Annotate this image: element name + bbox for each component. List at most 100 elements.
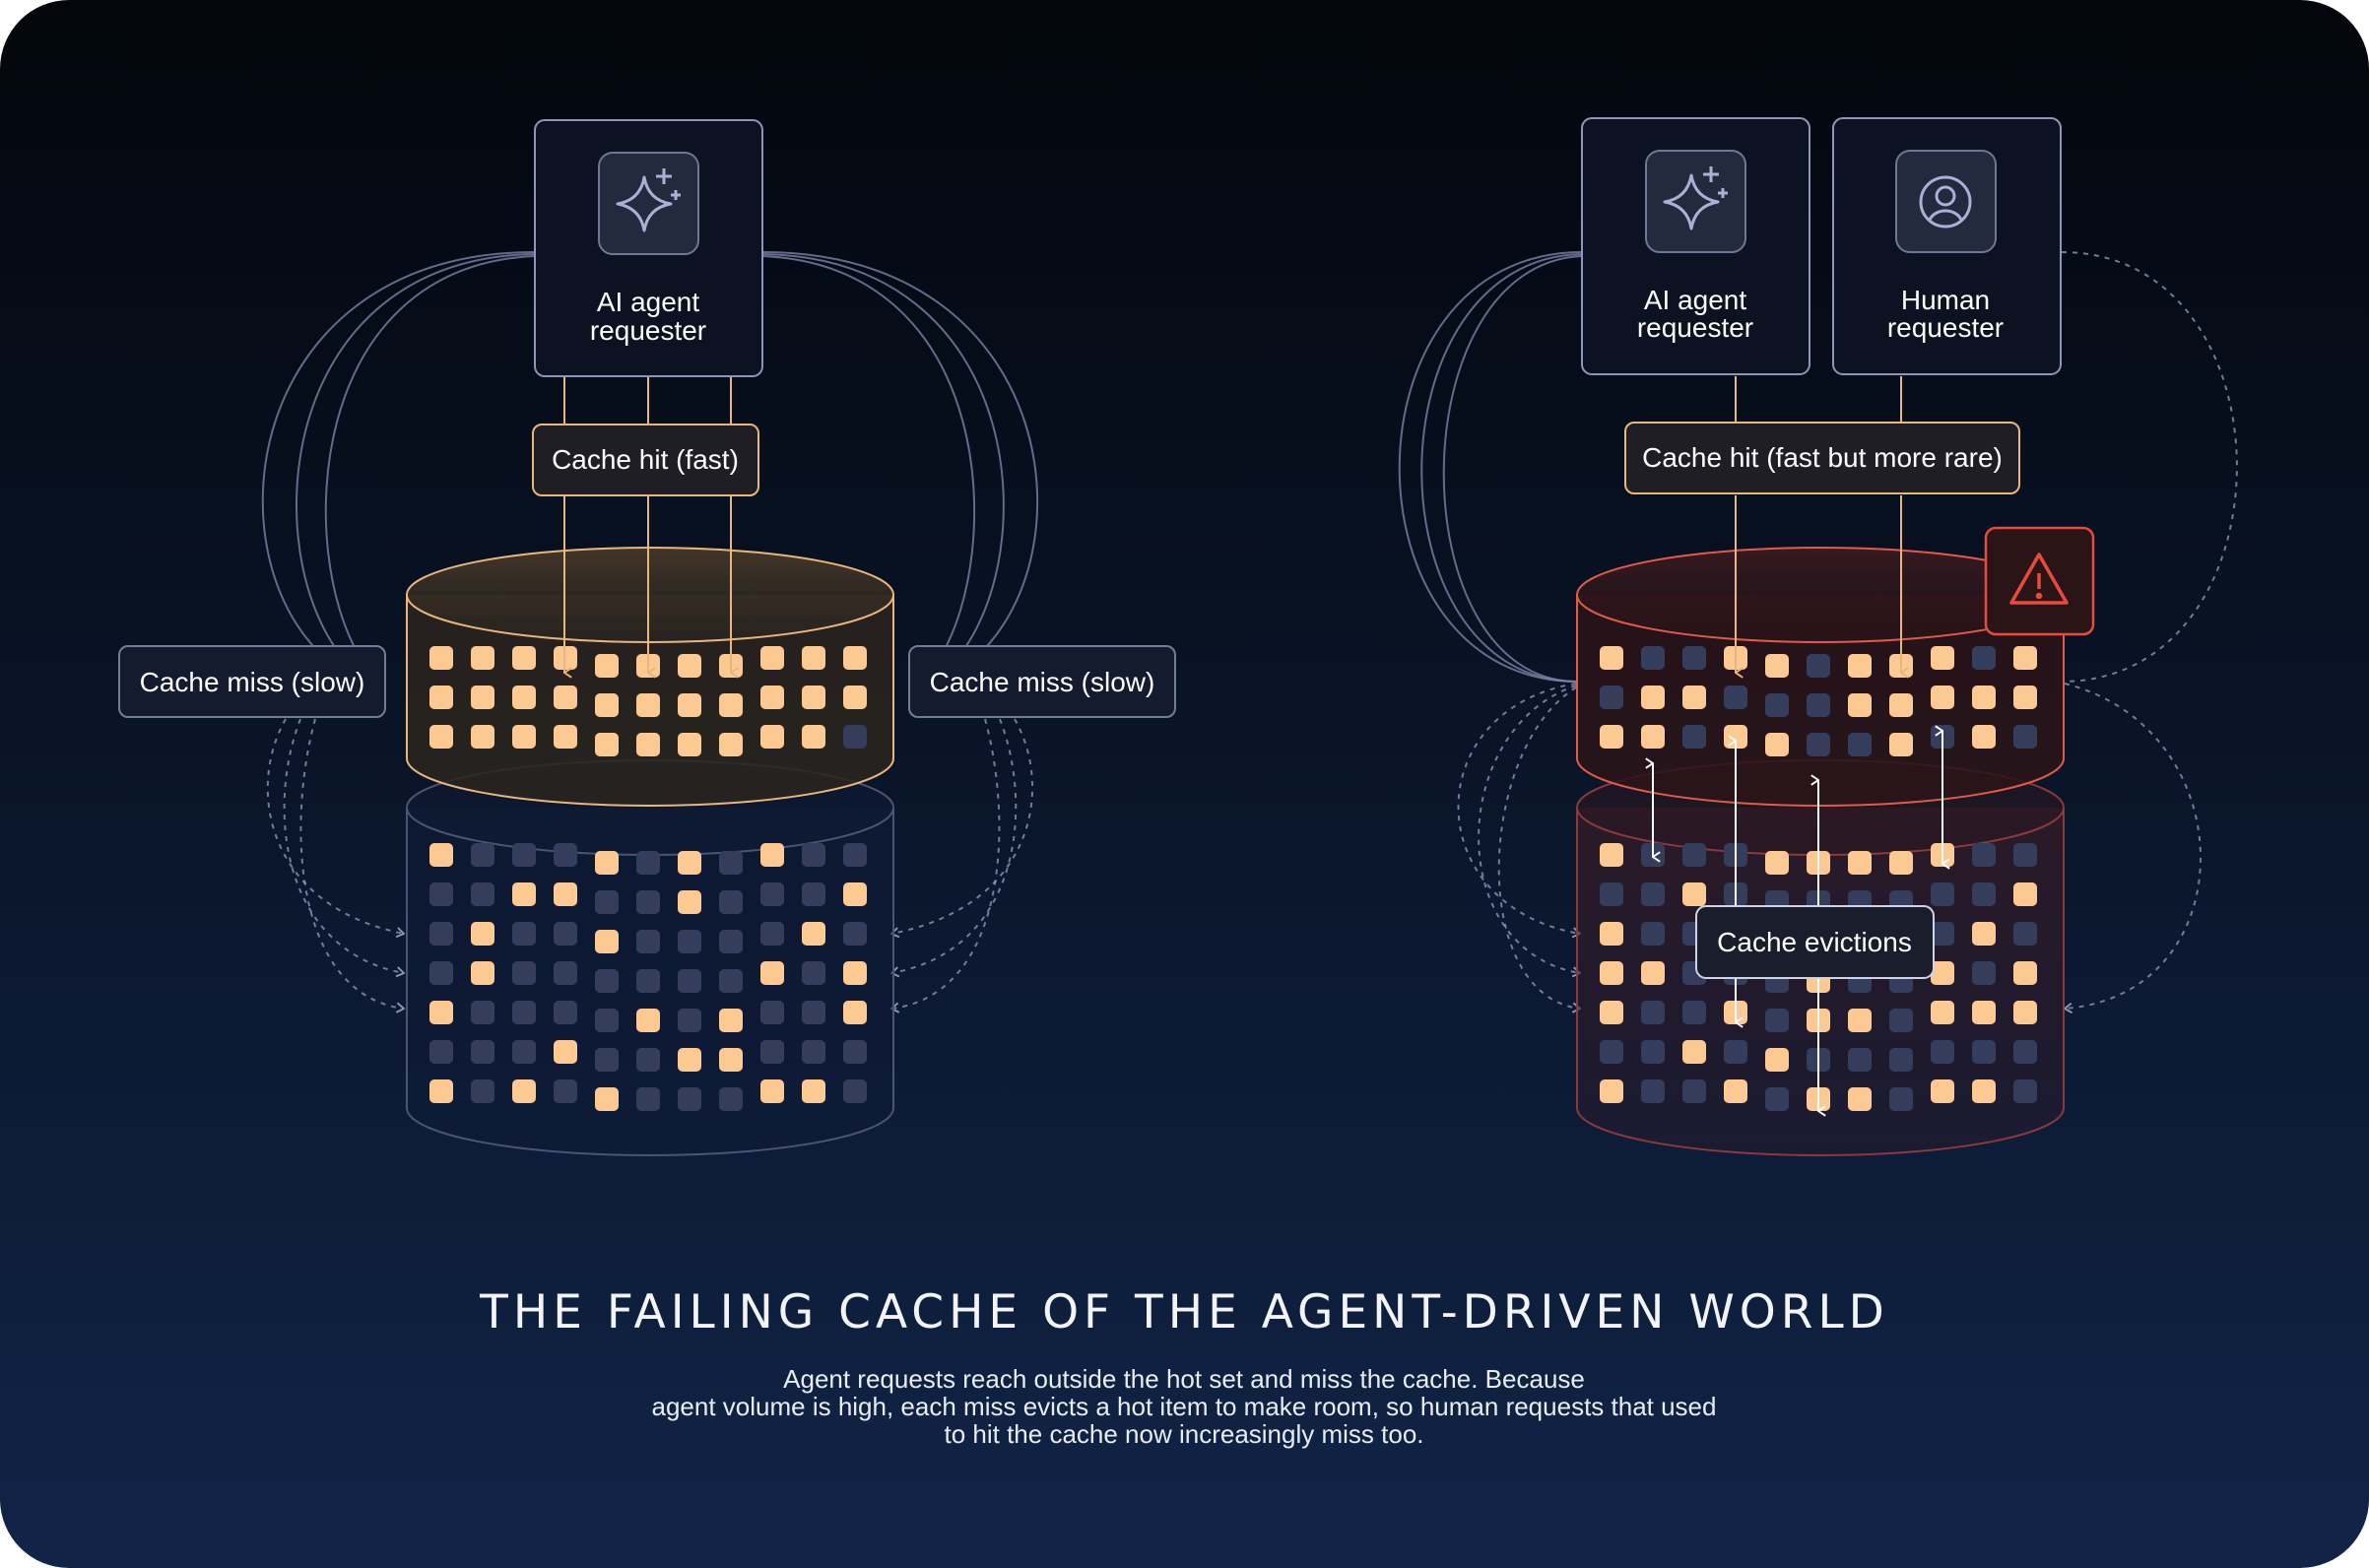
hot-item	[843, 961, 867, 985]
cold-item	[1931, 882, 1954, 906]
hot-item	[636, 693, 660, 717]
hit-label-text: Cache hit (fast but more rare)	[1642, 442, 2003, 473]
hot-item	[595, 851, 619, 875]
hot-item	[760, 843, 784, 867]
cold-item	[1682, 725, 1706, 749]
hot-item	[2013, 646, 2037, 670]
hot-item	[1972, 725, 1996, 749]
left-cache-items	[429, 646, 867, 756]
hot-item	[1848, 1087, 1872, 1111]
hot-item	[1765, 1048, 1789, 1072]
cold-item	[1600, 1040, 1623, 1064]
hot-item	[1889, 733, 1913, 756]
cold-item	[1724, 686, 1747, 709]
cold-item	[554, 843, 577, 867]
cold-item	[471, 1001, 494, 1024]
cold-item	[595, 1009, 619, 1032]
cold-item	[1807, 733, 1830, 756]
cold-item	[1765, 1087, 1789, 1111]
cold-item	[429, 961, 453, 985]
hot-item	[1972, 922, 1996, 946]
cold-item	[595, 1048, 619, 1072]
cold-item	[1889, 1087, 1913, 1111]
cold-item	[843, 922, 867, 946]
cold-item	[719, 851, 743, 875]
cold-item	[1682, 1079, 1706, 1103]
hot-item	[1765, 654, 1789, 678]
left-miss-label-right: Cache miss (slow)	[908, 645, 1176, 718]
sparkle-icon	[616, 168, 681, 232]
hot-item	[719, 1048, 743, 1072]
hot-item	[636, 733, 660, 756]
hot-item	[1641, 725, 1665, 749]
requester-label-line1: Human	[1901, 285, 1990, 315]
left-storage-items	[429, 843, 867, 1111]
right-agent-requester: AI agent requester	[1581, 117, 1810, 375]
hot-item	[1682, 1040, 1706, 1064]
cold-item	[760, 1001, 784, 1024]
cold-item	[1682, 646, 1706, 670]
left-panel: AI agent requester Cache hit (fast) Cach…	[118, 119, 1176, 1156]
hit-label-text: Cache hit (fast)	[552, 444, 739, 475]
hot-item	[760, 646, 784, 670]
cold-item	[429, 882, 453, 906]
hot-item	[1972, 686, 1996, 709]
cold-item	[1600, 686, 1623, 709]
hot-item	[1682, 882, 1706, 906]
cold-item	[1600, 882, 1623, 906]
cold-item	[2013, 725, 2037, 749]
hot-item	[595, 693, 619, 717]
cold-item	[1848, 1048, 1872, 1072]
hot-item	[719, 693, 743, 717]
hot-item	[678, 1048, 701, 1072]
cold-item	[843, 1079, 867, 1103]
cold-item	[512, 1040, 536, 1064]
cold-item	[678, 969, 701, 993]
cold-item	[802, 1001, 825, 1024]
caption-body: Agent requests reach outside the hot set…	[642, 1365, 1726, 1448]
hot-item	[1931, 686, 1954, 709]
cold-item	[760, 1040, 784, 1064]
hot-item	[1931, 961, 1954, 985]
left-hit-label: Cache hit (fast)	[532, 424, 759, 496]
cold-item	[636, 1048, 660, 1072]
cold-item	[471, 1079, 494, 1103]
hot-item	[1600, 1079, 1623, 1103]
hot-item	[1848, 1009, 1872, 1032]
hot-item	[802, 922, 825, 946]
hot-item	[678, 693, 701, 717]
hot-item	[429, 843, 453, 867]
cold-item	[512, 1001, 536, 1024]
right-agent-arcs	[1398, 251, 1583, 683]
hot-item	[1848, 654, 1872, 678]
hot-item	[595, 930, 619, 953]
cold-item	[1641, 922, 1665, 946]
cold-item	[1931, 1040, 1954, 1064]
hot-item	[2013, 882, 2037, 906]
hot-item	[1931, 646, 1954, 670]
cold-item	[1682, 1001, 1706, 1024]
cold-item	[1641, 882, 1665, 906]
hot-item	[802, 646, 825, 670]
caption-line: to hit the cache now increasingly miss t…	[944, 1419, 1424, 1449]
right-human-arc	[2061, 251, 2238, 683]
hot-item	[1600, 843, 1623, 867]
cold-item	[1724, 1040, 1747, 1064]
hot-item	[1641, 686, 1665, 709]
hot-item	[554, 882, 577, 906]
cold-item	[802, 843, 825, 867]
miss-label-text: Cache miss (slow)	[140, 667, 365, 697]
hot-item	[1931, 1079, 1954, 1103]
cold-item	[1972, 961, 1996, 985]
cold-item	[1972, 646, 1996, 670]
cold-item	[678, 1009, 701, 1032]
cold-item	[802, 1040, 825, 1064]
hot-item	[1848, 851, 1872, 875]
cold-item	[429, 922, 453, 946]
cold-item	[1682, 843, 1706, 867]
hot-item	[429, 1001, 453, 1024]
hot-item	[2013, 686, 2037, 709]
hot-item	[595, 654, 619, 678]
cold-item	[554, 922, 577, 946]
right-hit-arrows	[1736, 376, 1901, 673]
